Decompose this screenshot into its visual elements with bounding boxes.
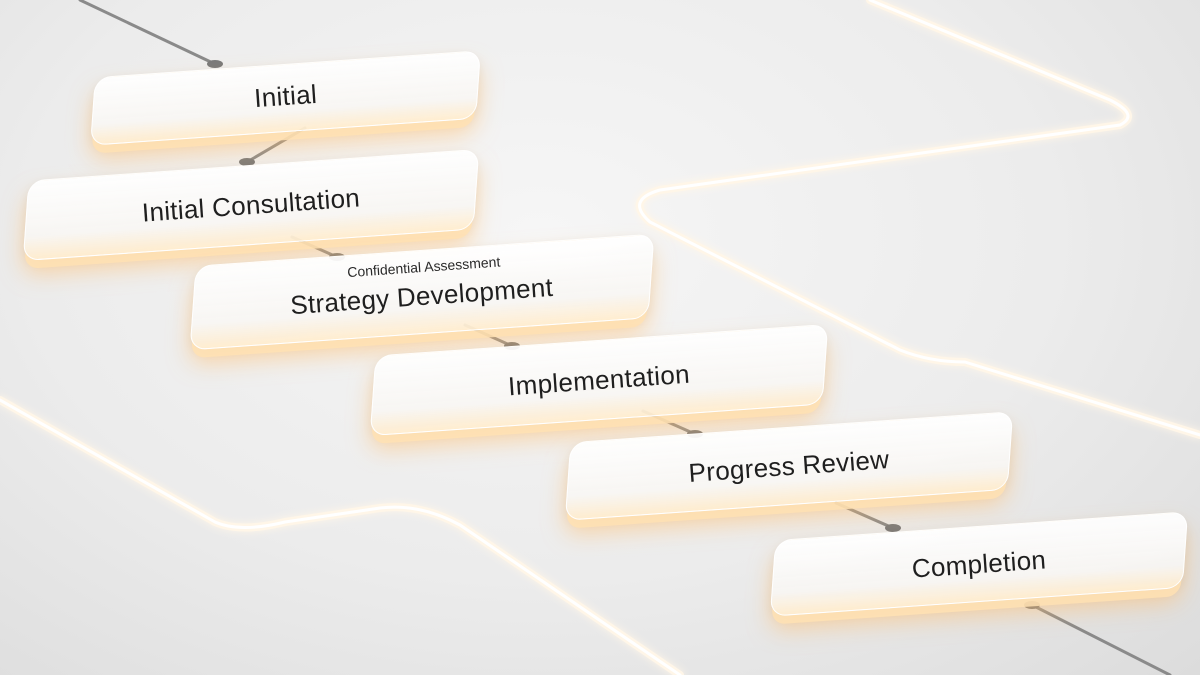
connector-out — [1030, 603, 1172, 675]
connector-node — [1024, 601, 1040, 609]
connector-node — [885, 524, 901, 532]
light-track-left — [0, 396, 684, 675]
step-label: Initial Consultation — [140, 182, 361, 228]
connector-5-6 — [834, 501, 895, 530]
step-label: Implementation — [507, 358, 691, 402]
connector-1-2 — [245, 126, 307, 164]
connector-node — [207, 60, 223, 68]
step-label: Initial — [253, 78, 318, 114]
light-track-right-core — [638, 0, 1200, 437]
step-label: Completion — [910, 544, 1048, 584]
connector-in — [78, 0, 217, 66]
step-label: Progress Review — [687, 444, 891, 488]
light-track-left-core — [0, 398, 682, 675]
